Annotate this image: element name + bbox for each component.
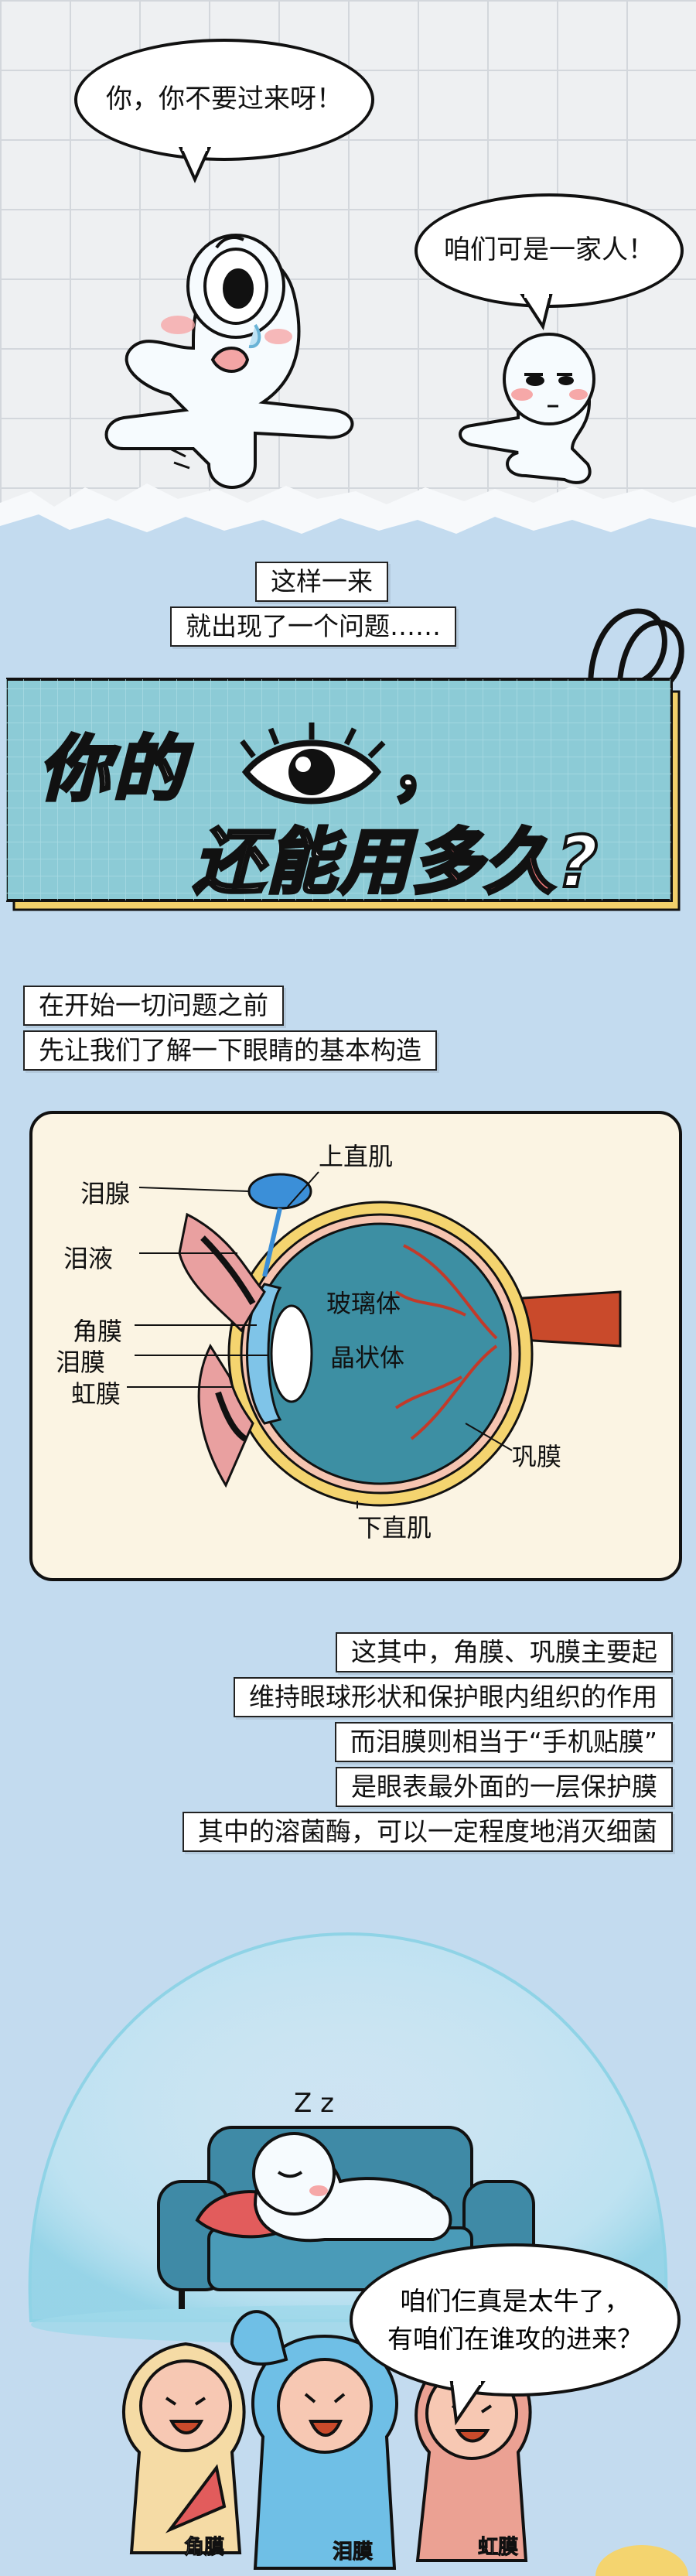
bubble-bottom-line-2: 有咱们在谁攻的进来？ <box>387 2324 643 2354</box>
title-comma: ， <box>389 726 463 812</box>
eye-character-scared <box>104 234 354 489</box>
title-line1-prefix: 你的 <box>37 726 188 812</box>
torn-paper-edge <box>0 483 696 580</box>
tag-tear-film: 泪膜 <box>332 2540 374 2564</box>
explain-line-5: 其中的溶菌酶，可以一定程度地消灭细菌 <box>183 1812 673 1852</box>
title-line-2: 还能用多久? <box>192 805 600 907</box>
transition-line-1: 这样一来 <box>255 562 388 602</box>
title-line2-prefix: 还能用 <box>192 819 412 905</box>
label-tear-fluid: 泪液 <box>63 1244 114 1273</box>
label-tear-film: 泪膜 <box>56 1348 106 1377</box>
explain-line-1: 这其中，角膜、巩膜主要起 <box>336 1632 673 1672</box>
title-line-1: 你的 <box>37 712 188 815</box>
label-cornea: 角膜 <box>73 1317 123 1346</box>
label-lacrimal-gland: 泪腺 <box>80 1179 131 1208</box>
explain-line-3: 而泪膜则相当于“手机贴膜” <box>334 1722 673 1762</box>
explain-line-2: 维持眼球形状和保护眼内组织的作用 <box>234 1677 673 1717</box>
label-vitreous: 玻璃体 <box>326 1289 401 1318</box>
label-sclera: 巩膜 <box>512 1442 562 1471</box>
speech-text-right: 咱们可是一家人！ <box>444 234 654 266</box>
speech-text-left: 你，你不要过来呀！ <box>106 84 343 115</box>
label-lens: 晶状体 <box>330 1343 405 1372</box>
transition-line-2: 就出现了一个问题…… <box>170 606 456 647</box>
eye-anatomy-diagram: 上直肌 泪腺 泪液 玻璃体 角膜 晶状体 泪膜 虹膜 巩膜 下直肌 <box>29 1111 682 1581</box>
speech-bubble-right-tail <box>520 292 553 330</box>
speech-bubble-left-tail <box>178 145 212 183</box>
title-highlight: 多久 <box>410 819 558 905</box>
eye-cross-section <box>127 1171 622 1508</box>
eye-title-icon <box>240 723 386 805</box>
tag-cornea: 角膜 <box>183 2536 225 2560</box>
protective-bubble-scene: Z z <box>28 1932 688 2576</box>
intro-line-2: 先让我们了解一下眼睛的基本构造 <box>23 1030 437 1071</box>
bubble-bottom-line-1: 咱们仨真是太牛了， <box>400 2285 630 2316</box>
character-iris <box>415 2349 532 2562</box>
grumpy-character <box>459 333 595 484</box>
label-superior-rectus: 上直肌 <box>319 1142 394 1171</box>
tag-iris: 虹膜 <box>477 2536 519 2560</box>
speech-bubble-bottom: 咱们仨真是太牛了， 有咱们在谁攻的进来？ <box>350 2243 681 2397</box>
title-question: ? <box>555 819 600 905</box>
sleep-z-text: Z z <box>294 2088 334 2119</box>
speech-bubble-bottom-tail <box>449 2380 486 2426</box>
intro-line-1: 在开始一切问题之前 <box>23 986 284 1026</box>
speech-bubble-left: 你，你不要过来呀！ <box>74 39 374 161</box>
label-inferior-rectus: 下直肌 <box>357 1513 432 1543</box>
label-iris: 虹膜 <box>71 1379 121 1409</box>
speech-bubble-right: 咱们可是一家人！ <box>415 193 684 308</box>
explain-line-4: 是眼表最外面的一层保护膜 <box>336 1767 673 1807</box>
character-tear-film <box>165 2310 398 2570</box>
title-banner <box>6 678 681 911</box>
